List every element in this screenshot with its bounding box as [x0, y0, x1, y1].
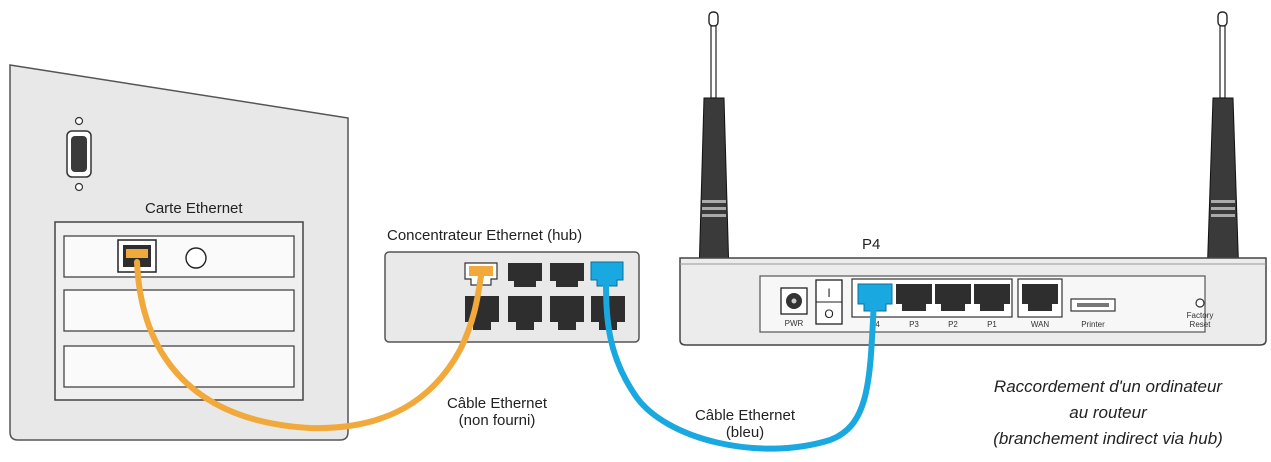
printer-port: Printer — [1070, 298, 1116, 329]
hub-port-row-bottom — [465, 296, 625, 330]
ethernet-card-slot — [63, 235, 295, 278]
factory-label: Factory — [1187, 311, 1214, 320]
caption-line1: Raccordement d'un ordinateur — [994, 377, 1223, 396]
switch-off-label: O — [824, 307, 833, 321]
blue-cable-sublabel: (bleu) — [726, 424, 764, 441]
power-jack: PWR — [780, 287, 808, 328]
orange-cable-sublabel: (non fourni) — [459, 412, 536, 429]
power-switch: I O — [815, 279, 843, 325]
computer-back-panel: Carte Ethernet — [9, 64, 349, 441]
hub-label: Concentrateur Ethernet (hub) — [387, 227, 582, 244]
caption-line2: au routeur — [1069, 403, 1148, 422]
ethernet-card-label: Carte Ethernet — [145, 200, 243, 217]
empty-slot — [63, 345, 295, 388]
port-p4-label: P4 — [862, 236, 880, 253]
reset-label: Reset — [1190, 320, 1212, 329]
switch-on-label: I — [827, 286, 830, 300]
pwr-label: PWR — [785, 319, 804, 328]
blue-cable-label: Câble Ethernet — [695, 407, 796, 424]
empty-slot — [63, 289, 295, 332]
caption-line3: (branchement indirect via hub) — [993, 429, 1223, 448]
router-port-wan — [1022, 284, 1058, 311]
router-port-p3 — [896, 284, 932, 311]
serial-port — [66, 116, 92, 192]
router-port-p1 — [974, 284, 1010, 311]
antenna-right — [1205, 11, 1241, 311]
card-led-icon — [185, 247, 207, 269]
p1-port-label: P1 — [987, 320, 997, 329]
orange-ethernet-cable — [134, 259, 484, 432]
printer-label: Printer — [1081, 320, 1105, 329]
p3-port-label: P3 — [909, 320, 919, 329]
diagram-caption: Raccordement d'un ordinateur au routeur … — [993, 377, 1223, 448]
wan-label: WAN — [1031, 320, 1050, 329]
factory-reset: Factory Reset — [1187, 298, 1214, 329]
blue-ethernet-cable — [603, 277, 877, 452]
router-port-p2 — [935, 284, 971, 311]
p2-port-label: P2 — [948, 320, 958, 329]
orange-cable-label: Câble Ethernet — [447, 395, 548, 412]
router: PWR I O P4 P3 P2 P1 WAN Printer — [679, 11, 1267, 346]
ethernet-hub: Concentrateur Ethernet (hub) — [384, 227, 640, 343]
